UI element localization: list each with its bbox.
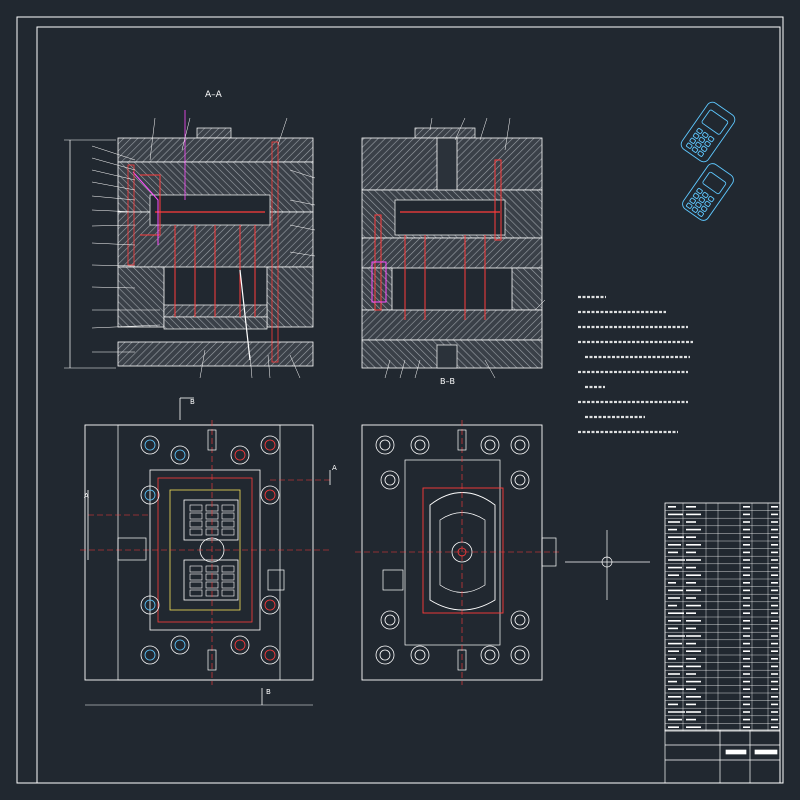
top-clamp-plate: [117, 137, 314, 163]
bolt-boss: [170, 635, 190, 655]
section-aa-view: A–A: [64, 90, 316, 379]
bolt-boss: [140, 595, 160, 615]
bolt-boss: [410, 645, 430, 665]
bolt-boss: [260, 645, 280, 665]
bolt-boss: [380, 470, 400, 490]
inner-drawing-frame: [36, 26, 781, 784]
section-aa-title: A–A: [205, 90, 223, 100]
bolt-boss: [170, 445, 190, 465]
bolt-boss: [140, 485, 160, 505]
title-block: [664, 729, 781, 784]
cut-b-label-bottom: B: [266, 688, 271, 696]
bolt-boss: [260, 485, 280, 505]
bolt-boss: [510, 435, 530, 455]
section-bb-title: B–B: [440, 377, 455, 386]
bolt-boss: [480, 645, 500, 665]
plan-view-fixed-half: [355, 420, 560, 685]
bolt-boss: [510, 470, 530, 490]
outer-sheet-border: [16, 16, 784, 784]
cut-a-label-right: A: [332, 464, 337, 472]
part-isometric-preview: [680, 101, 736, 221]
bolt-boss: [140, 645, 160, 665]
bottom-clamp-plate: [117, 341, 314, 367]
technical-notes-block: [578, 295, 693, 434]
cut-a-label-left: A: [84, 492, 89, 500]
bolt-boss: [260, 595, 280, 615]
bolt-boss: [510, 645, 530, 665]
plan-view-moving-half: B B A A: [80, 397, 337, 706]
bolt-boss: [480, 435, 500, 455]
bolt-boss: [510, 610, 530, 630]
bolt-boss: [380, 610, 400, 630]
bolt-boss: [375, 645, 395, 665]
bolt-boss: [230, 445, 250, 465]
bolt-boss: [140, 435, 160, 455]
cut-b-label-top: B: [190, 398, 195, 406]
bolt-boss: [260, 435, 280, 455]
bolt-boss: [375, 435, 395, 455]
center-crosshair: [565, 530, 650, 600]
section-bb-view: B–B: [361, 117, 546, 386]
bill-of-materials-table: [664, 502, 781, 732]
bolt-boss: [230, 635, 250, 655]
bolt-boss: [410, 435, 430, 455]
